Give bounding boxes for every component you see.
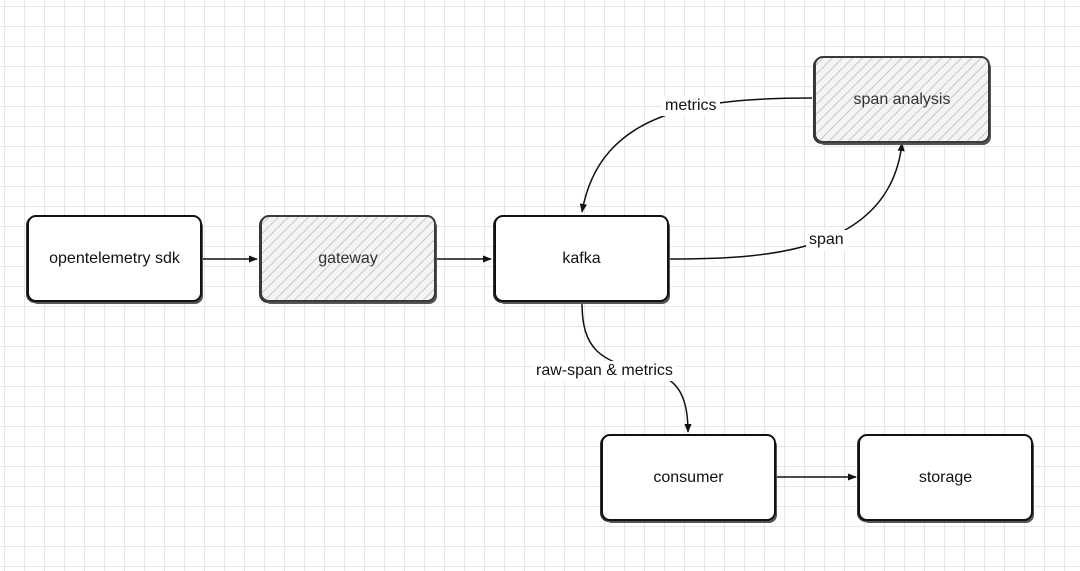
node-opentelemetry-sdk-label: opentelemetry sdk [49, 249, 180, 267]
node-gateway[interactable]: gateway [260, 215, 436, 302]
node-span-analysis-label: span analysis [853, 90, 951, 108]
edge-label-raw-span-metrics: raw-span & metrics [533, 361, 676, 381]
edge-span-analysis-to-kafka [579, 97, 813, 213]
node-span-analysis[interactable]: span analysis [814, 56, 990, 143]
node-kafka-label: kafka [562, 249, 601, 267]
node-gateway-label: gateway [318, 249, 378, 267]
node-storage-label: storage [918, 468, 973, 486]
edge-kafka-to-span-analysis [669, 142, 905, 260]
node-consumer-label: consumer [653, 468, 724, 486]
node-storage[interactable]: storage [858, 434, 1033, 521]
edge-label-metrics: metrics [662, 96, 720, 116]
node-consumer[interactable]: consumer [601, 434, 776, 521]
node-opentelemetry-sdk[interactable]: opentelemetry sdk [27, 215, 202, 302]
node-kafka[interactable]: kafka [494, 215, 669, 302]
edge-label-span: span [806, 230, 847, 250]
